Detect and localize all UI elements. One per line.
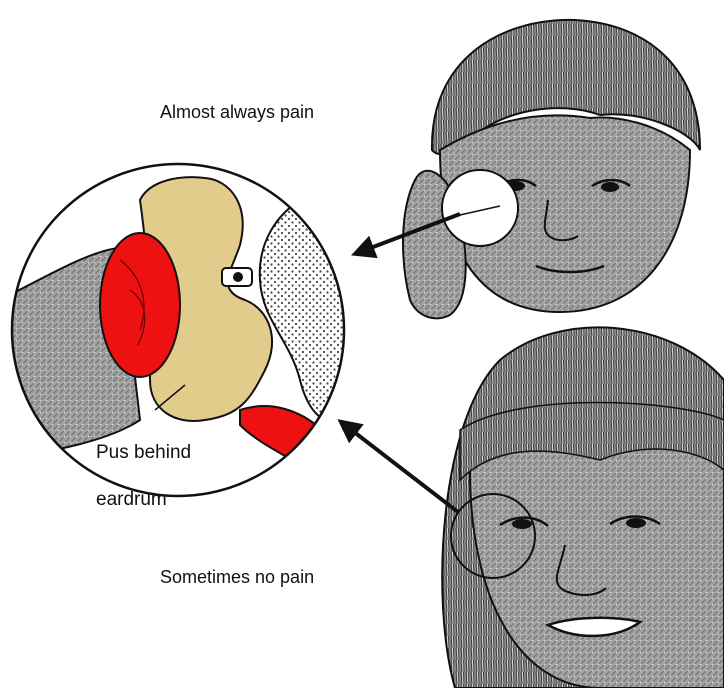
bottom-face-figure (442, 327, 724, 688)
arrow-bottom-icon (345, 425, 458, 512)
top-face-eye-right (601, 182, 619, 192)
inflamed-eardrum (100, 233, 180, 377)
callout-pus-behind-eardrum: Pus behind eardrum (96, 418, 191, 511)
bottom-face-eye-left (512, 519, 532, 529)
caption-sometimes-no-pain: Sometimes no pain (160, 568, 314, 586)
callout-line-2: eardrum (96, 489, 167, 510)
caption-almost-always-pain: Almost always pain (160, 103, 314, 121)
top-ear-highlight (442, 170, 518, 246)
bottom-face-eye-right (626, 518, 646, 528)
callout-line-1: Pus behind (96, 442, 191, 463)
top-face-figure (403, 20, 700, 318)
